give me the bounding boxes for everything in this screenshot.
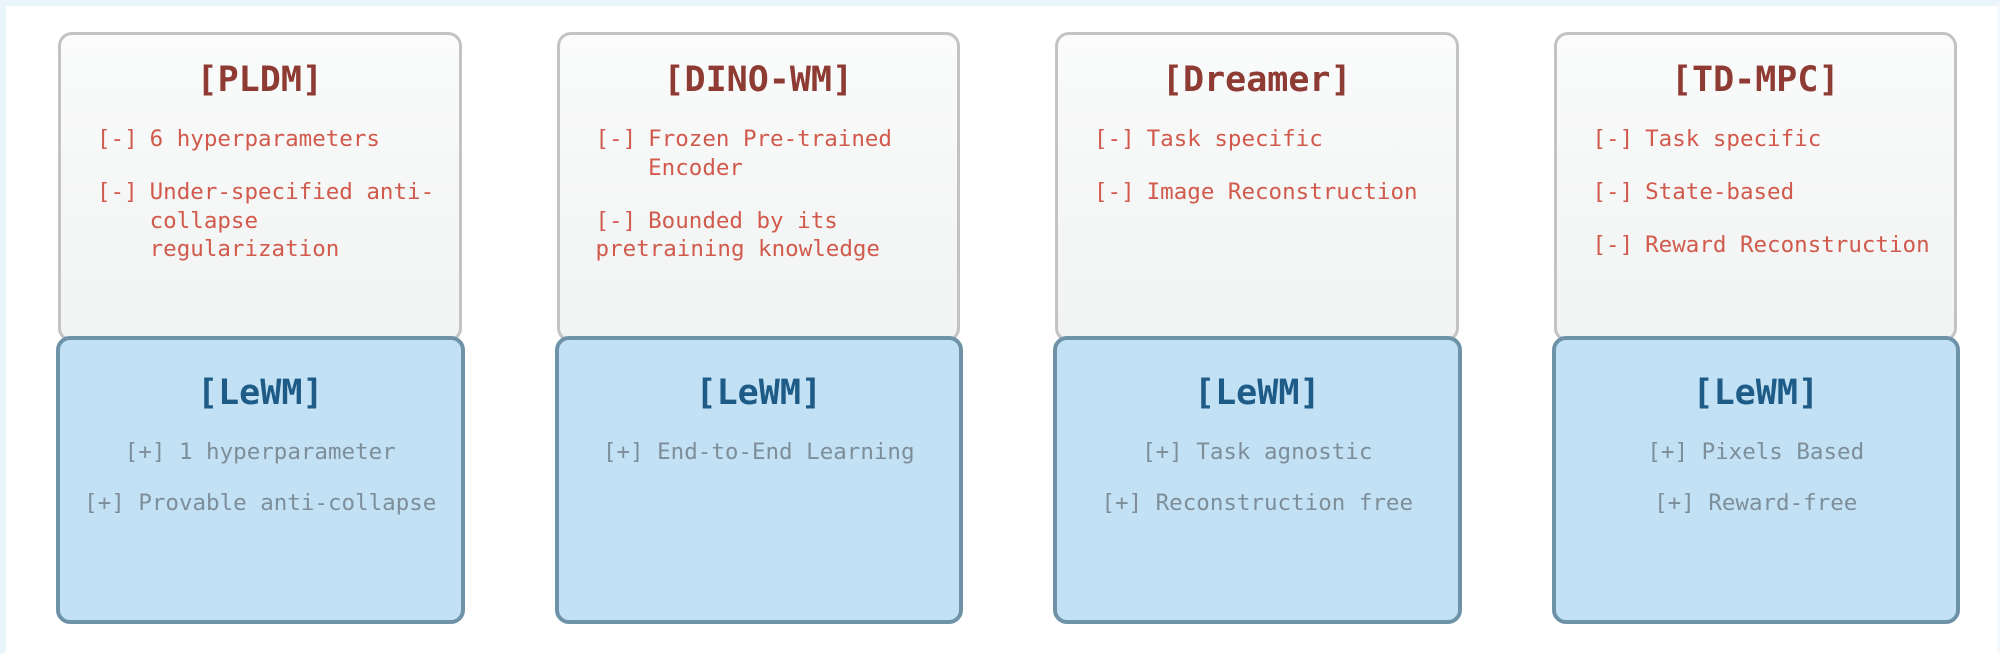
baseline-drawback-item: [-] Under-specified anti-collapse regular… [97, 178, 437, 264]
minus-marker-icon: [-] [1094, 178, 1135, 205]
baseline-drawback-text: Bounded by its pretraining knowledge [595, 207, 880, 263]
comparison-column: [DINO-WM][-]Frozen Pre-trained Encoder[-… [505, 6, 1004, 655]
baseline-drawback-text: 6 hyperparameters [149, 126, 380, 152]
baseline-method-card: [DINO-WM][-]Frozen Pre-trained Encoder[-… [556, 32, 960, 342]
comparison-column: [Dreamer] [-] Task specific [-] Image Recons… [1003, 6, 1502, 655]
baseline-drawback-list: [-]Frozen Pre-trained Encoder[-]Bounded … [582, 125, 936, 264]
plus-marker-icon: [+] [124, 439, 166, 465]
lewm-benefit-item: [+] Pixels Based [1574, 438, 1939, 467]
lewm-benefit-text: 1 hyperparameter [178, 439, 396, 465]
plus-marker-icon: [+] [1647, 439, 1689, 465]
baseline-method-title: [PLDM] [196, 60, 323, 100]
baseline-drawback-text: Frozen Pre-trained Encoder [648, 126, 892, 181]
minus-marker-icon: [-] [1592, 231, 1634, 258]
comparison-column: [PLDM] [-] 6 hyperparameters [-] Under-speci… [6, 6, 505, 655]
baseline-drawback-item: [-] Task specific [1593, 125, 1933, 154]
baseline-drawback-text: Image Reconstruction [1146, 178, 1418, 205]
plus-marker-icon: [+] [1654, 490, 1695, 517]
lewm-benefit-list: [+] Pixels Based[+] Reward-free [1574, 438, 1939, 519]
lewm-benefit-text: Reconstruction free [1155, 490, 1414, 517]
lewm-benefit-item: [+] Provable anti-collapse [78, 489, 443, 518]
baseline-method-card: [Dreamer] [-] Task specific [-] Image Recons… [1055, 32, 1459, 342]
baseline-method-card: [TD-MPC][-]Task specific[-]State-based[-… [1553, 32, 1957, 342]
minus-marker-icon: [-] [97, 126, 138, 152]
baseline-drawback-text: State-based [1645, 178, 1795, 205]
lewm-benefit-text: Task agnostic [1196, 439, 1373, 465]
baseline-drawback-list: [-] Task specific [-] State-based [-] Reward … [1579, 125, 1933, 259]
baseline-drawback-item: [-]Bounded by its pretraining knowledge [596, 207, 936, 265]
minus-marker-icon: [-] [97, 178, 138, 205]
minus-marker-icon: [-] [595, 126, 637, 152]
baseline-drawback-text: Reward Reconstruction [1645, 231, 1930, 258]
lewm-benefit-list: [+] Task agnostic[+] Reconstruction free [1075, 438, 1440, 519]
lewm-benefit-text: Provable anti-collapse [138, 490, 437, 517]
lewm-benefit-item: [+] Reward-free [1574, 489, 1939, 518]
baseline-drawback-list: [-] Task specific [-] Image Reconstruction [1080, 125, 1434, 207]
lewm-method-card: [LeWM][+] Pixels Based[+] Reward-free [1551, 336, 1960, 624]
plus-marker-icon: [+] [1101, 490, 1143, 517]
lewm-method-card: [LeWM] [+] End-to-End Learning [554, 336, 963, 624]
lewm-benefit-item: [+] Task agnostic [1075, 438, 1440, 467]
lewm-method-title: [LeWM] [1194, 373, 1321, 413]
method-comparison-grid: [PLDM] [-] 6 hyperparameters [-] Under-speci… [6, 6, 2000, 655]
lewm-benefit-list: [+] End-to-End Learning [577, 438, 942, 467]
baseline-drawback-text: Under-specified anti-collapse regulariza… [149, 178, 435, 263]
lewm-benefit-text: Pixels Based [1701, 439, 1865, 465]
comparison-column: [TD-MPC][-]Task specific[-]State-based[-… [1502, 6, 2000, 655]
lewm-benefit-item: [+] Reconstruction free [1075, 489, 1440, 518]
baseline-drawback-item: [-] 6 hyperparameters [97, 125, 437, 154]
baseline-method-title: [Dreamer] [1161, 60, 1352, 100]
plus-marker-icon: [+] [84, 490, 125, 517]
minus-marker-icon: [-] [1592, 126, 1634, 152]
baseline-drawback-text: Task specific [1645, 126, 1822, 152]
baseline-drawback-item: [-] Task specific [1094, 125, 1434, 154]
lewm-benefit-text: Reward-free [1708, 490, 1858, 517]
baseline-method-card: [PLDM] [-] 6 hyperparameters [-] Under-speci… [58, 32, 462, 342]
lewm-benefit-item: [+] End-to-End Learning [577, 438, 942, 467]
baseline-drawback-text: Task specific [1146, 126, 1323, 152]
lewm-benefit-item: [+] 1 hyperparameter [78, 438, 443, 467]
plus-marker-icon: [+] [1142, 439, 1183, 465]
baseline-drawback-item: [-] State-based [1593, 178, 1933, 207]
baseline-method-title: [DINO-WM] [663, 60, 854, 100]
lewm-method-title: [LeWM] [695, 373, 822, 413]
baseline-drawback-item: [-] Frozen Pre-trained Encoder [596, 125, 936, 183]
plus-marker-icon: [+] [602, 439, 644, 465]
lewm-method-card: [LeWM][+] Task agnostic[+] Reconstructio… [1053, 336, 1462, 624]
baseline-method-title: [TD-MPC] [1670, 60, 1840, 100]
baseline-drawback-item: [-] Reward Reconstruction [1593, 231, 1933, 260]
lewm-benefit-list: [+] 1 hyperparameter[+] Provable anti-co… [78, 438, 443, 519]
baseline-drawback-list: [-] 6 hyperparameters [-] Under-specified a… [83, 125, 437, 264]
baseline-drawback-item: [-] Image Reconstruction [1094, 178, 1434, 207]
lewm-method-title: [LeWM] [197, 373, 324, 413]
lewm-benefit-text: End-to-End Learning [657, 439, 915, 465]
lewm-method-title: [LeWM] [1692, 373, 1819, 413]
lewm-method-card: [LeWM][+] 1 hyperparameter[+] Provable a… [56, 336, 465, 624]
minus-marker-icon: [-] [1094, 126, 1135, 152]
minus-marker-icon: [-] [595, 207, 637, 234]
minus-marker-icon: [-] [1592, 178, 1634, 205]
